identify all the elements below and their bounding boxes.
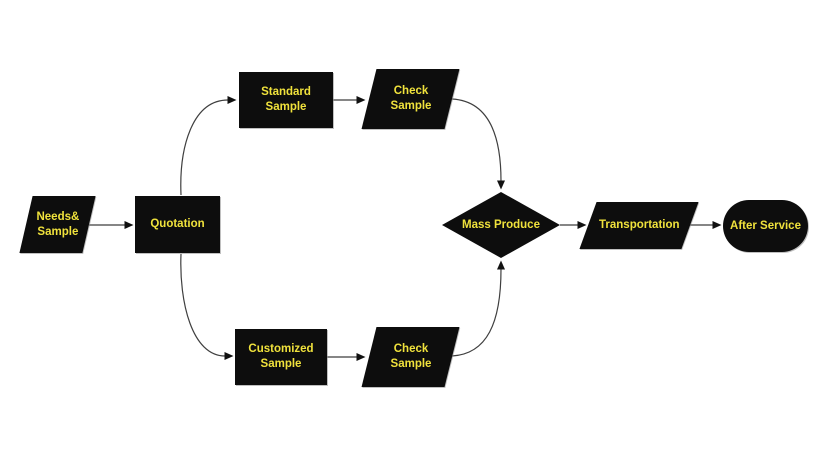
node-check-sample-top-label: Check Sample: [390, 85, 431, 112]
node-check-sample-top[interactable]: Check Sample: [361, 69, 460, 129]
node-after-service-label: After Service: [730, 219, 801, 232]
edge-checkbottom-to-massproduce: [451, 260, 505, 357]
node-mass-produce-label: Mass Produce: [462, 218, 540, 231]
node-check-sample-bottom-label: Check Sample: [390, 343, 431, 370]
node-transportation-label: Transportation: [598, 219, 680, 232]
node-customized-sample-label: Customized Sample: [248, 343, 314, 370]
node-after-service[interactable]: After Service: [723, 200, 808, 252]
node-needs-sample-label: Needs& Sample: [36, 210, 79, 238]
node-quotation[interactable]: Quotation: [135, 196, 220, 253]
edge-checktop-to-massproduce: [451, 98, 505, 190]
node-transportation[interactable]: Transportation: [579, 202, 699, 249]
node-standard-sample[interactable]: Standard Sample: [239, 72, 333, 128]
node-standard-sample-label: Standard Sample: [261, 86, 311, 113]
edge-quotation-to-standard: [180, 96, 237, 196]
node-needs-sample[interactable]: Needs& Sample: [19, 196, 96, 253]
node-check-sample-bottom[interactable]: Check Sample: [361, 327, 460, 387]
node-quotation-label: Quotation: [150, 218, 205, 231]
edge-quotation-to-customized: [180, 253, 234, 360]
node-customized-sample[interactable]: Customized Sample: [235, 329, 327, 385]
